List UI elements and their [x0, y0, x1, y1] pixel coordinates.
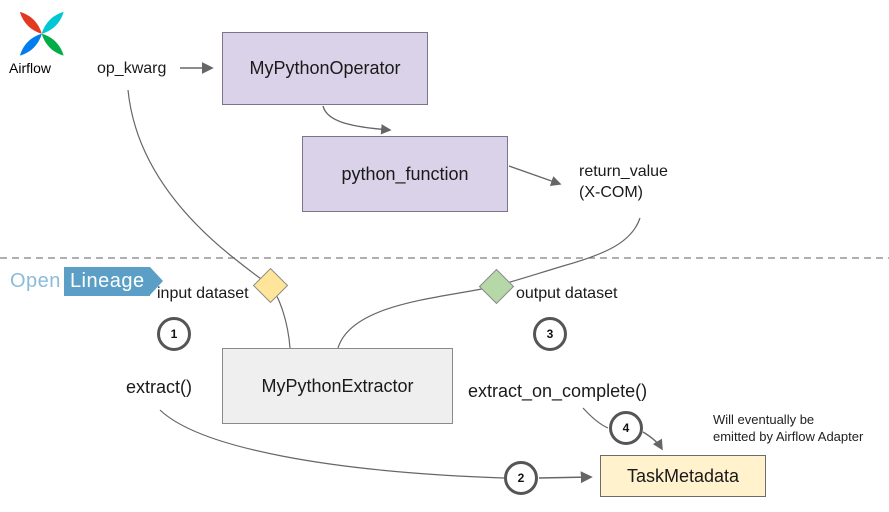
- airflow-logo-blade-green: [41, 33, 64, 56]
- node-task-metadata-label: TaskMetadata: [626, 465, 740, 486]
- airflow-logo: [19, 11, 64, 56]
- openlineage-logo-open-text: Open: [10, 270, 61, 292]
- return-value-label: return_value (X-COM): [579, 161, 668, 203]
- step-2-number: 2: [517, 471, 525, 485]
- extract-on-complete-to-step4-curve: [582, 407, 609, 429]
- node-python-function-label: python_function: [341, 163, 469, 184]
- output-dataset-label: output dataset: [516, 285, 618, 302]
- node-python-function: python_function: [302, 136, 508, 212]
- input-dataset-label: input dataset: [157, 285, 249, 302]
- airflow-logo-blade-blue: [19, 33, 42, 56]
- return-value-to-extractor-curve: [337, 217, 641, 349]
- openlineage-logo: Open Lineage: [8, 267, 163, 296]
- extract-method-label: extract(): [126, 377, 193, 397]
- step-3-badge: 3: [533, 317, 567, 351]
- extract-to-step2-curve: [159, 409, 505, 479]
- step2-to-taskmetadata-arrow: [538, 471, 593, 484]
- airflow-wordmark: Airflow: [9, 60, 52, 76]
- node-my-python-extractor-label: MyPythonExtractor: [261, 375, 414, 396]
- node-task-metadata: TaskMetadata: [600, 455, 766, 497]
- step4-to-taskmetadata-arrow: [642, 431, 663, 451]
- openlineage-logo-chevron-icon: [149, 267, 163, 295]
- airflow-logo-blade-teal: [41, 11, 64, 34]
- node-my-python-operator-label: MyPythonOperator: [249, 58, 401, 78]
- openlineage-logo-lineage-text: Lineage: [63, 267, 150, 296]
- adapter-note-line1: Will eventually be: [713, 412, 815, 427]
- extract-on-complete-method-label: extract_on_complete(): [468, 381, 648, 401]
- step-1-number: 1: [170, 327, 178, 341]
- op-kwarg-to-extractor-curve: [127, 89, 291, 349]
- adapter-note: Will eventually be emitted by Airflow Ad…: [713, 411, 863, 445]
- node-my-python-operator: MyPythonOperator: [222, 32, 428, 105]
- return-value-line2: (X-COM): [579, 184, 643, 201]
- step-3-number: 3: [546, 327, 554, 341]
- step-4-number: 4: [622, 421, 630, 435]
- step-4-badge: 4: [609, 411, 643, 445]
- step-1-badge: 1: [157, 317, 191, 351]
- adapter-note-line2: emitted by Airflow Adapter: [713, 429, 864, 444]
- return-value-line1: return_value: [579, 163, 668, 180]
- airflow-logo-blade-red: [19, 11, 42, 34]
- step-2-badge: 2: [504, 461, 538, 495]
- op-kwarg-label: op_kwarg: [97, 60, 167, 77]
- operator-to-function-arrow: [322, 105, 392, 135]
- node-my-python-extractor: MyPythonExtractor: [222, 348, 453, 424]
- function-to-return-value-arrow: [508, 165, 562, 186]
